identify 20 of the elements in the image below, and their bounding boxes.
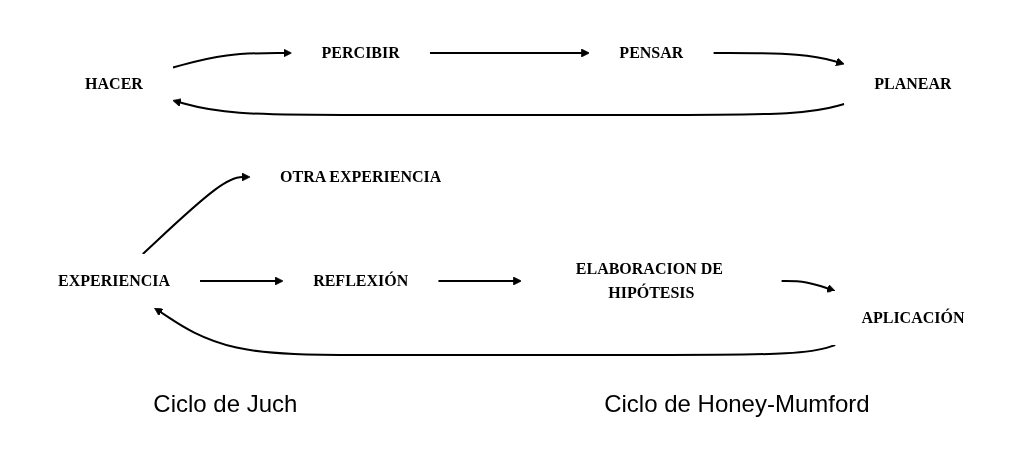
node-text: PERCIBIR xyxy=(321,43,401,61)
diagram-caption: Ciclo de Juch xyxy=(153,390,298,418)
arrow xyxy=(429,48,590,57)
arrow xyxy=(437,276,523,285)
node-text: APLICACIÓN xyxy=(861,308,965,326)
arrow xyxy=(172,97,846,116)
node-text: HACER xyxy=(85,74,144,92)
node-text: ELABORACION DE HIPÓTESIS xyxy=(576,259,724,301)
node-text: REFLEXIÓN xyxy=(313,271,409,289)
arrow xyxy=(154,307,837,356)
node-text: OTRA EXPERIENCIA xyxy=(280,167,442,185)
arrow xyxy=(172,48,293,69)
arrow xyxy=(199,276,284,285)
arrow xyxy=(712,51,845,66)
arrow xyxy=(780,279,836,293)
node-text: PLANEAR xyxy=(874,74,952,92)
arrow xyxy=(142,172,251,255)
node-text: PENSAR xyxy=(619,43,684,61)
node-text: EXPERIENCIA xyxy=(58,271,171,289)
diagram-caption: Ciclo de Honey-Mumford xyxy=(604,390,870,418)
